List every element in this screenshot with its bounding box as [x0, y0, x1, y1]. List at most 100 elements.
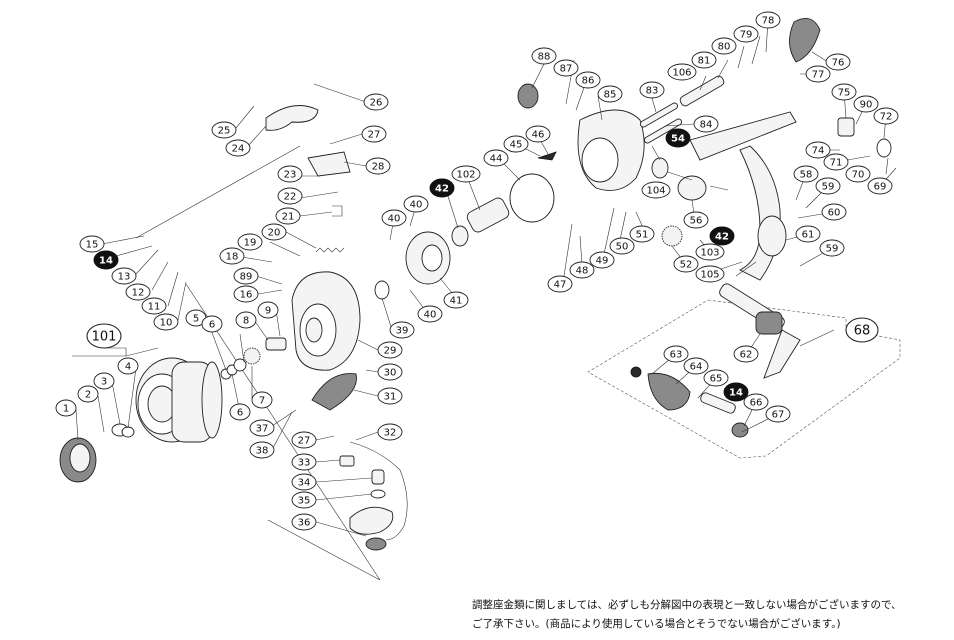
part-number: 72 — [880, 112, 893, 123]
part-label-67: 67 — [765, 405, 791, 423]
part-label-88: 88 — [531, 47, 557, 65]
part-label-30: 30 — [377, 363, 403, 381]
part-number: 37 — [256, 424, 269, 435]
part-number: 105 — [700, 270, 719, 281]
part-label-35: 35 — [291, 491, 317, 509]
part-label-6b: 6 — [229, 403, 251, 421]
note-line-2: ご了承下さい。(商品により使用している場合とそうでない場合がございます。) — [472, 618, 841, 630]
part-number: 1 — [63, 404, 69, 415]
part-label-13: 13 — [111, 267, 137, 285]
part-label-66: 66 — [743, 393, 769, 411]
part-number: 21 — [282, 212, 295, 223]
part-number-labels: 1 2 3 4 5 6 6 7 8 9 10 11 12 13 14 15 16… — [55, 11, 899, 531]
part-number: 24 — [232, 144, 245, 155]
part-number: 69 — [874, 182, 887, 193]
part-number: 23 — [284, 170, 297, 181]
part-label-78: 78 — [755, 11, 781, 29]
part-label-77: 77 — [805, 65, 831, 83]
part-label-54: 54 — [665, 128, 691, 148]
part-number: 103 — [700, 248, 719, 259]
part-number: 59 — [822, 182, 835, 193]
part-label-106: 106 — [667, 63, 697, 81]
part-label-90: 90 — [853, 95, 879, 113]
part-label-89: 89 — [233, 267, 259, 285]
part-number: 34 — [298, 478, 311, 489]
part-label-7: 7 — [251, 391, 273, 409]
part-number: 60 — [828, 208, 841, 219]
part-label-84: 84 — [693, 115, 719, 133]
part-label-44: 44 — [483, 149, 509, 167]
part-number: 12 — [132, 288, 145, 299]
part-number: 101 — [92, 330, 117, 345]
part-number: 28 — [372, 162, 385, 173]
part-number: 27 — [298, 436, 311, 447]
part-number: 2 — [85, 390, 91, 401]
part-number: 5 — [193, 314, 199, 325]
part-number: 59 — [826, 244, 839, 255]
part-label-48: 48 — [569, 261, 595, 279]
part-number: 66 — [750, 398, 763, 409]
part-label-2: 2 — [77, 385, 99, 403]
part-number: 46 — [532, 130, 545, 141]
part-number: 84 — [700, 120, 713, 131]
part-number: 65 — [710, 374, 723, 385]
adjustment-washer-note: 調整座金類に関しましては、必ずしも分解図中の表現と一致しない場合がございますので… — [472, 596, 950, 634]
part-number: 41 — [450, 296, 463, 307]
part-label-24: 24 — [225, 139, 251, 157]
part-label-12: 12 — [125, 283, 151, 301]
part-label-74: 74 — [805, 141, 831, 159]
part-label-22: 22 — [277, 187, 303, 205]
part-number: 75 — [838, 88, 851, 99]
part-number: 70 — [852, 170, 865, 181]
part-label-59-top: 59 — [815, 177, 841, 195]
part-label-80: 80 — [711, 37, 737, 55]
part-label-63: 63 — [663, 345, 689, 363]
part-label-19: 19 — [237, 233, 263, 251]
part-label-42-body: 42 — [429, 178, 455, 198]
part-number: 87 — [560, 64, 573, 75]
part-label-61: 61 — [795, 225, 821, 243]
part-number: 42 — [715, 232, 729, 243]
part-number: 47 — [554, 280, 567, 291]
part-label-103: 103 — [695, 243, 725, 261]
part-label-41: 41 — [443, 291, 469, 309]
part-number: 86 — [582, 76, 595, 87]
leader-lines — [75, 19, 897, 537]
part-label-36: 36 — [291, 513, 317, 531]
part-label-87: 87 — [553, 59, 579, 77]
part-label-28: 28 — [365, 157, 391, 175]
part-number: 89 — [240, 272, 253, 283]
part-label-15: 15 — [79, 235, 105, 253]
part-number: 52 — [680, 260, 693, 271]
part-label-62: 62 — [733, 345, 759, 363]
part-label-11: 11 — [141, 297, 167, 315]
part-number: 78 — [762, 16, 775, 27]
part-label-20: 20 — [261, 223, 287, 241]
part-label-16: 16 — [233, 285, 259, 303]
part-number: 51 — [636, 230, 649, 241]
part-number: 63 — [670, 350, 683, 361]
part-number: 88 — [538, 52, 551, 63]
parts — [59, 17, 892, 551]
note-line-1: 調整座金類に関しましては、必ずしも分解図中の表現と一致しない場合がございますので… — [472, 599, 902, 611]
part-number: 71 — [830, 158, 843, 169]
part-number: 49 — [596, 256, 609, 267]
part-number: 31 — [384, 392, 397, 403]
part-label-3: 3 — [93, 372, 115, 390]
part-number: 9 — [265, 306, 271, 317]
part-label-23: 23 — [277, 165, 303, 183]
part-label-72: 72 — [873, 107, 899, 125]
part-label-31: 31 — [377, 387, 403, 405]
part-label-52: 52 — [673, 255, 699, 273]
part-number: 6 — [209, 320, 215, 331]
part-number: 15 — [86, 240, 99, 251]
part-label-14-spool: 14 — [93, 250, 119, 270]
part-number: 67 — [772, 410, 785, 421]
part-number: 29 — [384, 346, 397, 357]
part-label-1: 1 — [55, 399, 77, 417]
part-number: 20 — [268, 228, 281, 239]
part-label-49: 49 — [589, 251, 615, 269]
part-number: 76 — [832, 58, 845, 69]
